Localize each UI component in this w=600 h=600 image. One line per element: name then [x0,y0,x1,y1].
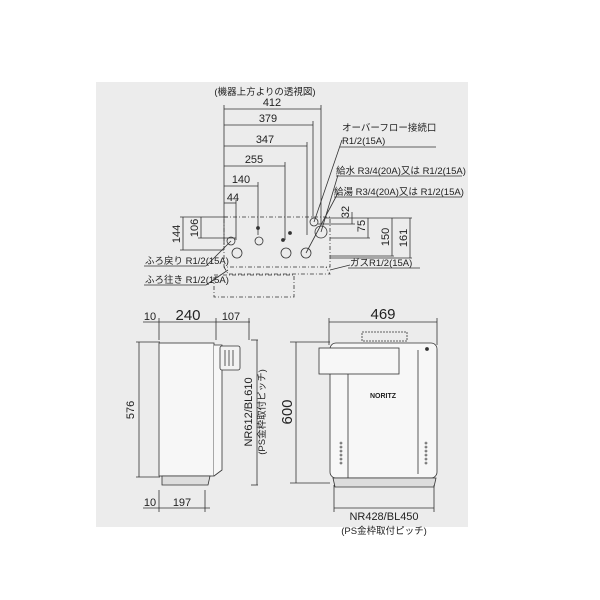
overflow-size-label: R1/2(15A) [342,136,385,147]
bath-supply-label: ふろ往き R1/2(15A) [145,274,229,286]
front-pitch-label: NR428/BL450 [349,511,418,523]
gas-label: ガスR1/2(15A) [350,258,412,269]
side-dim-10-bottom: 10 [144,497,156,509]
brand-logo: NORITZ [370,393,397,400]
dim-412: 412 [263,97,281,109]
dim-161: 161 [398,229,410,247]
side-dim-107: 107 [222,311,240,323]
dim-144: 144 [171,225,183,243]
side-dim-10-top: 10 [144,311,156,323]
hot-water-label: 給湯 R3/4(20A)又は R1/2(15A) [334,186,464,198]
water-supply-label: 給水 R3/4(20A)又は R1/2(15A) [336,165,466,177]
side-pitch-note: (PS金枠取付ピッチ) [256,369,268,455]
overflow-label: オーバーフロー接続口 [342,122,436,134]
side-dim-240: 240 [175,307,200,324]
dim-379: 379 [259,113,277,125]
side-dim-197: 197 [173,497,191,509]
dim-32: 32 [340,206,352,218]
front-dim-469: 469 [370,306,395,323]
side-dim-576: 576 [125,401,137,419]
dim-106: 106 [189,219,201,237]
dim-255: 255 [245,154,263,166]
dim-75: 75 [356,220,368,232]
dim-44: 44 [227,192,239,204]
dim-140: 140 [232,174,250,186]
bath-return-label: ふろ戻り R1/2(15A) [145,255,229,267]
front-dim-600: 600 [279,399,296,424]
front-pitch-note: (PS金枠取付ピッチ) [341,525,427,537]
dim-150: 150 [380,228,392,246]
top-view-caption: (機器上方よりの透視図) [214,86,315,98]
side-pitch-label: NR612/BL610 [243,377,255,446]
dim-347: 347 [256,134,274,146]
